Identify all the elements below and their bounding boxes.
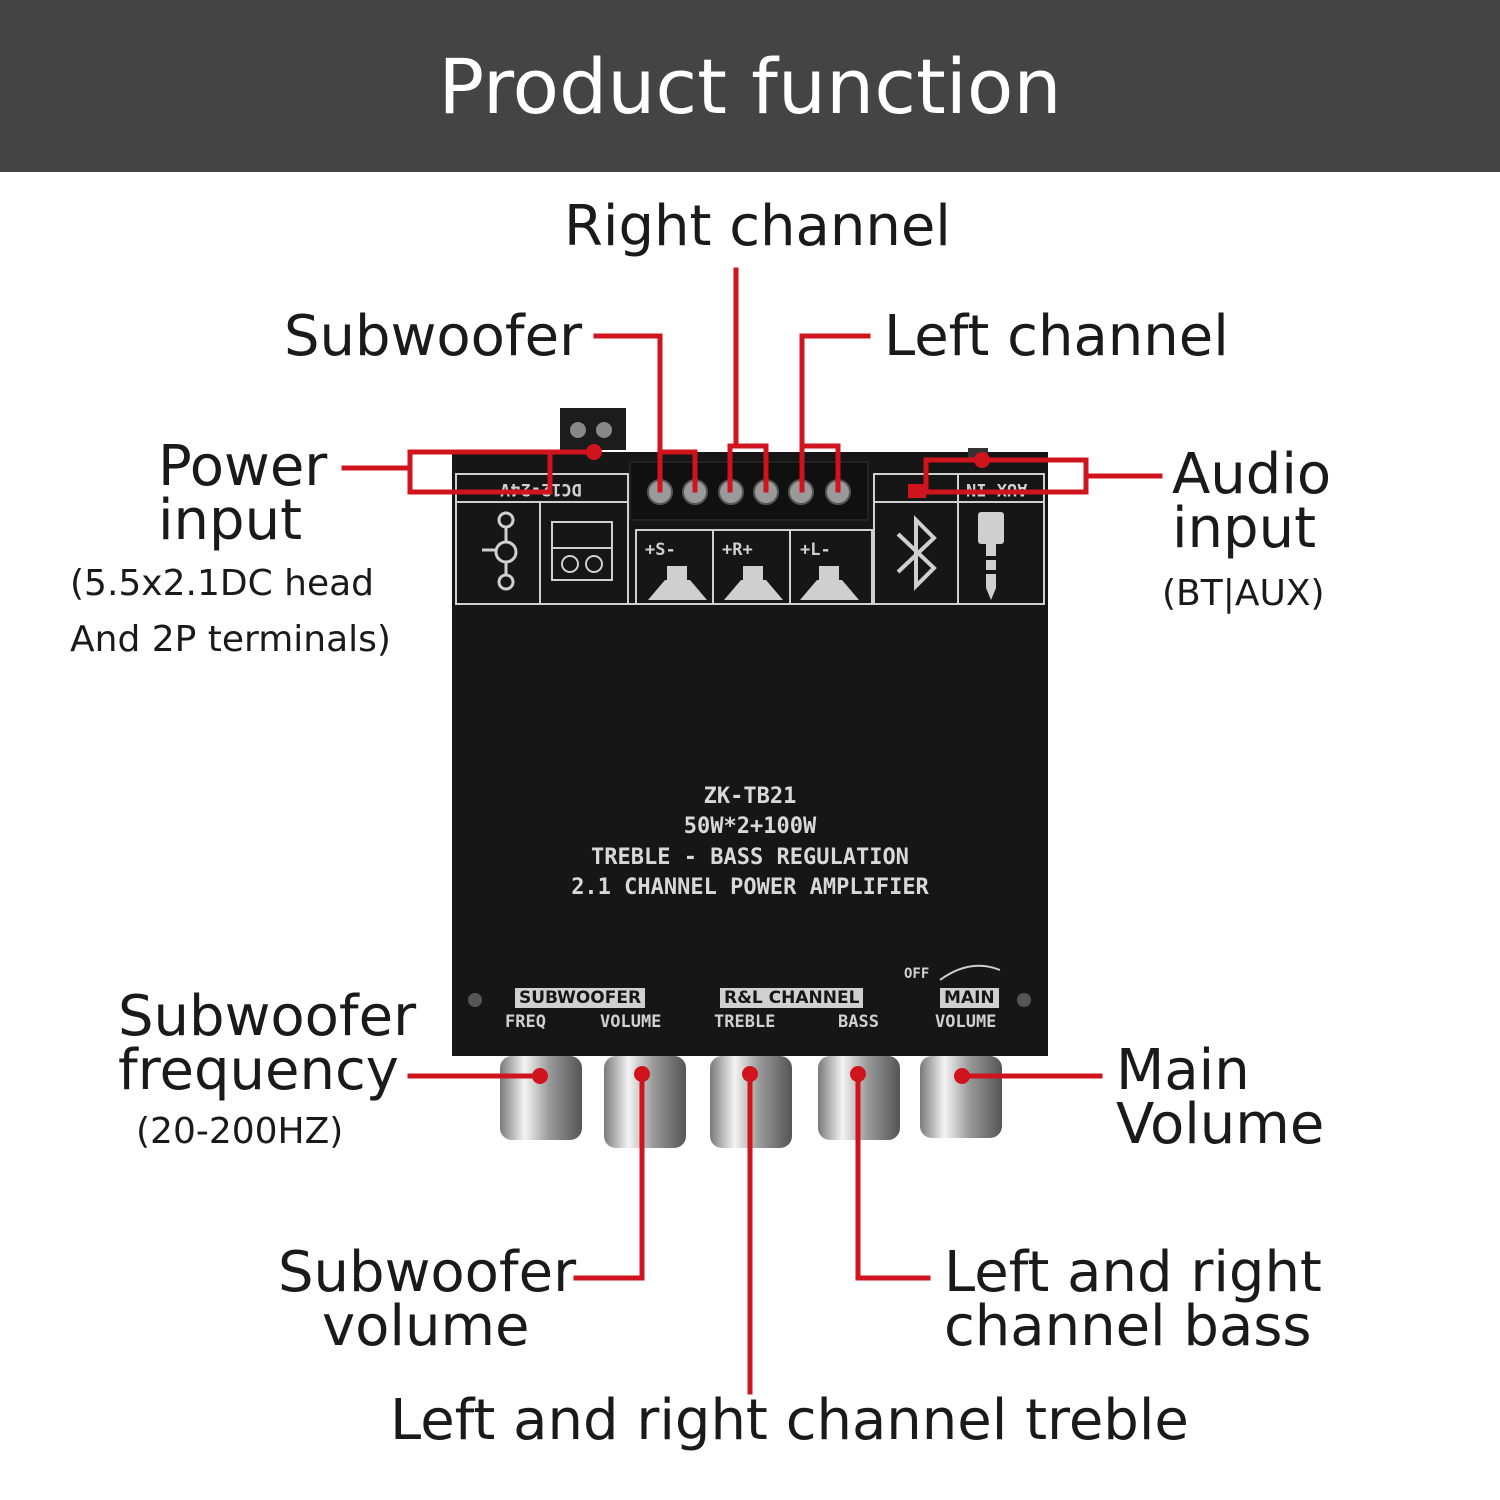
label-main-volume-line2: Volume bbox=[1116, 1092, 1325, 1157]
leader-subwoofer bbox=[593, 333, 663, 493]
sub-volume-silk-label: VOLUME bbox=[600, 1012, 662, 1032]
label-subwoofer: Subwoofer bbox=[284, 304, 583, 369]
main-volume-silk-label: VOLUME bbox=[935, 1012, 997, 1032]
label-subwoofer-volume-line1: Subwoofer bbox=[278, 1240, 577, 1305]
volume-arc bbox=[939, 964, 1001, 981]
board-power: 50W*2+100W bbox=[683, 814, 817, 839]
label-subwoofer-frequency-note: (20-200HZ) bbox=[136, 1111, 344, 1152]
label-subwoofer-frequency-line2: frequency bbox=[118, 1038, 399, 1103]
label-power-input-note1: (5.5x2.1DC head bbox=[70, 563, 375, 604]
off-label: OFF bbox=[904, 966, 930, 982]
label-right-channel: Right channel bbox=[564, 194, 951, 259]
board-model: ZK-TB21 bbox=[703, 784, 797, 809]
label-subwoofer-volume-line2: volume bbox=[322, 1294, 530, 1359]
two-pin-terminal-icon bbox=[551, 521, 613, 581]
knob-subwoofer-volume bbox=[604, 1056, 686, 1148]
label-power-input-line2: input bbox=[158, 488, 303, 553]
bluetooth-icon bbox=[896, 515, 937, 591]
speaker-icon bbox=[648, 580, 707, 600]
mount-hole bbox=[468, 993, 482, 1007]
power-terminal-screw bbox=[570, 422, 586, 438]
speaker-icon bbox=[667, 566, 687, 580]
power-terminal-screw bbox=[596, 422, 612, 438]
treble-silk-label: TREBLE bbox=[714, 1012, 776, 1032]
label-power-input-line1: Power bbox=[158, 434, 328, 499]
subwoofer-group-title: SUBWOOFER bbox=[515, 988, 646, 1008]
page-title: Product function bbox=[438, 41, 1062, 131]
label-audio-input-line2: input bbox=[1172, 496, 1317, 561]
terminal-label-s: +S- bbox=[645, 540, 676, 560]
label-main-volume-line1: Main bbox=[1116, 1038, 1250, 1103]
mount-hole bbox=[1017, 993, 1031, 1007]
speaker-icon bbox=[819, 566, 839, 580]
rl-channel-group-title: R&L CHANNEL bbox=[720, 988, 864, 1008]
speaker-icon bbox=[743, 566, 763, 580]
aux-plug-icon bbox=[978, 512, 1004, 600]
label-power-input-note2: And 2P terminals) bbox=[70, 619, 391, 660]
board-regulation: TREBLE - BASS REGULATION bbox=[591, 845, 909, 870]
terminal-label-l: +L- bbox=[800, 540, 831, 560]
dc-jack-icon bbox=[482, 511, 518, 591]
leader-subwoofer-volume bbox=[573, 1071, 645, 1281]
terminal-label-r: +R+ bbox=[722, 540, 753, 560]
label-lr-bass-line2: channel bass bbox=[944, 1294, 1312, 1359]
label-lr-bass-line1: Left and right bbox=[944, 1240, 1322, 1305]
leader-bass bbox=[855, 1071, 931, 1281]
freq-silk-label: FREQ bbox=[505, 1012, 546, 1032]
main-group-title: MAIN bbox=[940, 988, 999, 1008]
label-audio-input-note: (BT|AUX) bbox=[1162, 573, 1325, 614]
leader-left-channel bbox=[799, 333, 871, 493]
speaker-icon bbox=[800, 580, 859, 600]
bt-led bbox=[908, 484, 926, 498]
leader-right-channel bbox=[727, 267, 739, 493]
bass-silk-label: BASS bbox=[838, 1012, 879, 1032]
speaker-icon bbox=[724, 580, 783, 600]
board-description: 2.1 CHANNEL POWER AMPLIFIER bbox=[571, 875, 929, 900]
label-left-channel: Left channel bbox=[884, 304, 1229, 369]
label-lr-treble: Left and right channel treble bbox=[390, 1388, 1189, 1453]
label-subwoofer-frequency-line1: Subwoofer bbox=[118, 984, 417, 1049]
label-audio-input-line1: Audio bbox=[1172, 442, 1332, 507]
header-banner: Product function bbox=[0, 0, 1500, 172]
